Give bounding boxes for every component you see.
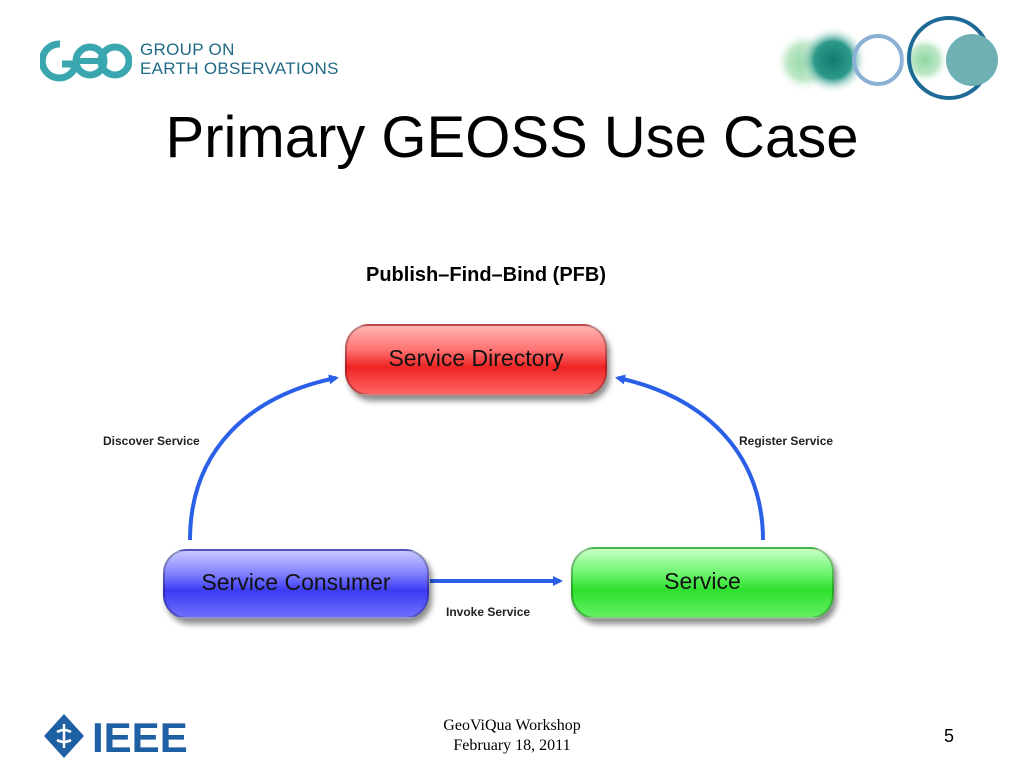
geo-logo-mark [40,40,132,82]
geo-org-line2: EARTH OBSERVATIONS [140,59,339,78]
footer-event: GeoViQua Workshop February 18, 2011 [412,716,612,756]
circle-teal [799,26,867,94]
arrow-register [615,374,765,541]
geo-logo: GROUP ON EARTH OBSERVATIONS [40,38,340,84]
ieee-wordmark: IEEE [92,714,188,761]
edge-label-invoke: Invoke Service [446,605,531,619]
edge-label-discover: Discover Service [103,434,200,448]
ieee-logo: IEEE [44,714,188,761]
decorative-circles [775,16,998,100]
footer-event-line2: February 18, 2011 [453,737,571,754]
page-number: 5 [944,726,955,746]
edge-label-register: Register Service [739,434,834,448]
node-service-consumer: Service Consumer [163,549,429,619]
diagram-title: Publish–Find–Bind (PFB) [366,264,606,286]
slide-title: Primary GEOSS Use Case [165,105,859,170]
footer-event-line1: GeoViQua Workshop [443,717,581,734]
node-service: Service [571,547,834,619]
ieee-diamond-icon [44,714,84,758]
circle-solid [946,34,998,86]
arrow-discover [188,374,339,541]
node-service-directory-label: Service Directory [388,344,564,371]
node-service-label: Service [664,567,741,594]
node-service-directory: Service Directory [345,324,607,396]
geo-org-line1: GROUP ON [140,40,235,59]
geo-org-name: GROUP ON EARTH OBSERVATIONS [140,40,339,78]
node-service-consumer-label: Service Consumer [201,568,391,595]
